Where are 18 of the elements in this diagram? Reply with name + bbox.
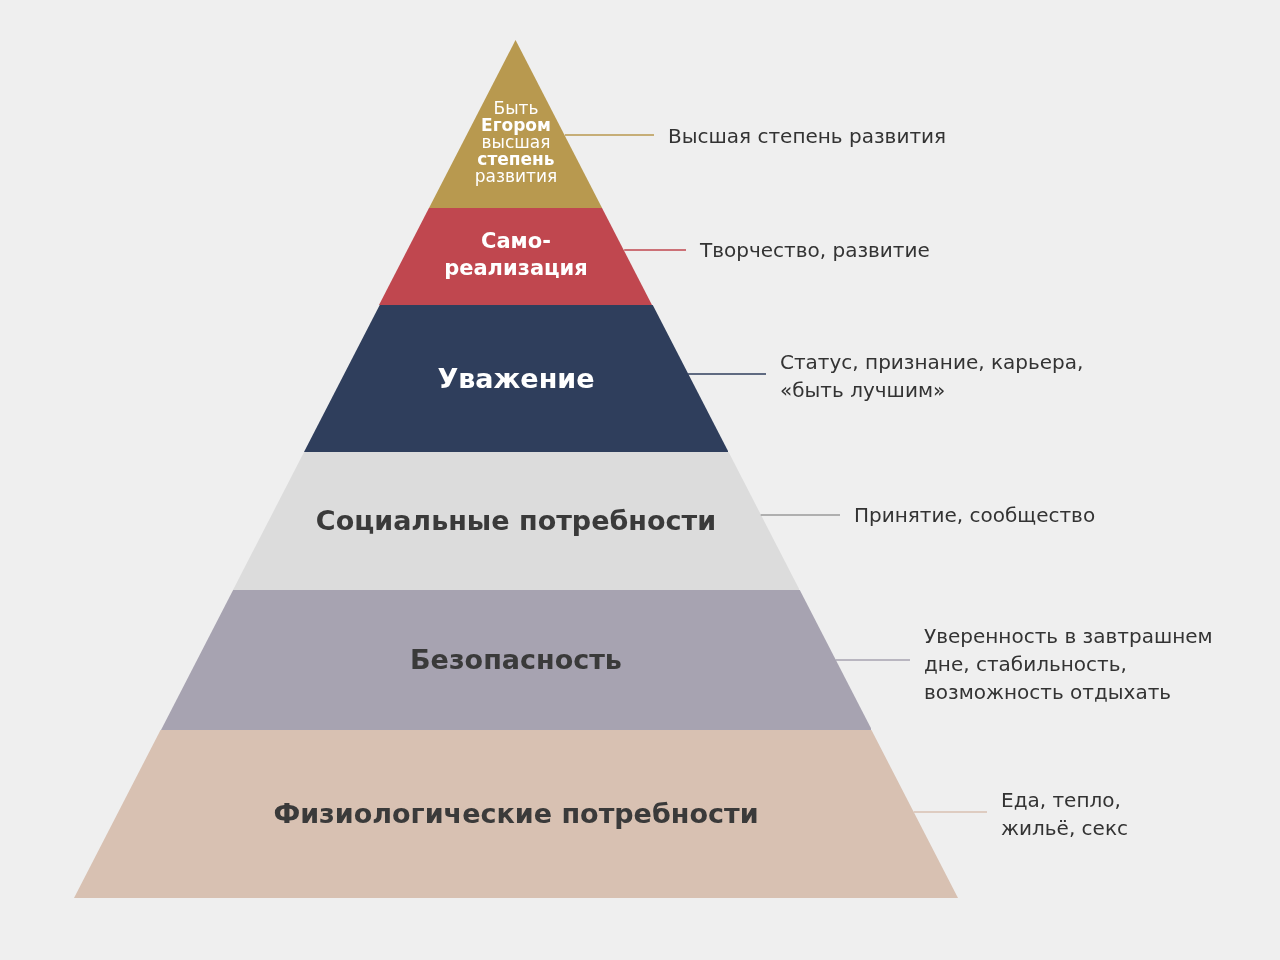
tier-label: Уважение <box>436 362 596 395</box>
leader-line <box>912 811 988 813</box>
description-text: Принятие, сообщество <box>854 501 1154 529</box>
tier-label: Само- реализация <box>443 227 589 282</box>
description-text: Статус, признание, карьера, «быть лучшим» <box>780 348 1110 404</box>
tier-label: Социальные потребности <box>314 505 718 537</box>
description-text: Уверенность в завтрашнем дне, стабильность, возможность отдыхать <box>924 622 1224 706</box>
leader-line <box>623 249 687 251</box>
description-text: Высшая степень развития <box>668 122 988 150</box>
tier-label: Физиологические потребности <box>272 798 760 830</box>
tier-label: Безопасность <box>409 644 623 676</box>
description-text: Еда, тепло, жильё, секс <box>1001 786 1151 842</box>
leader-line <box>759 514 841 516</box>
leader-line <box>687 373 767 375</box>
description-text: Творчество, развитие <box>700 236 1000 264</box>
leader-line <box>564 134 655 136</box>
leader-line <box>834 659 911 661</box>
tier-label: Быть Егором высшая степень развития <box>473 99 559 185</box>
